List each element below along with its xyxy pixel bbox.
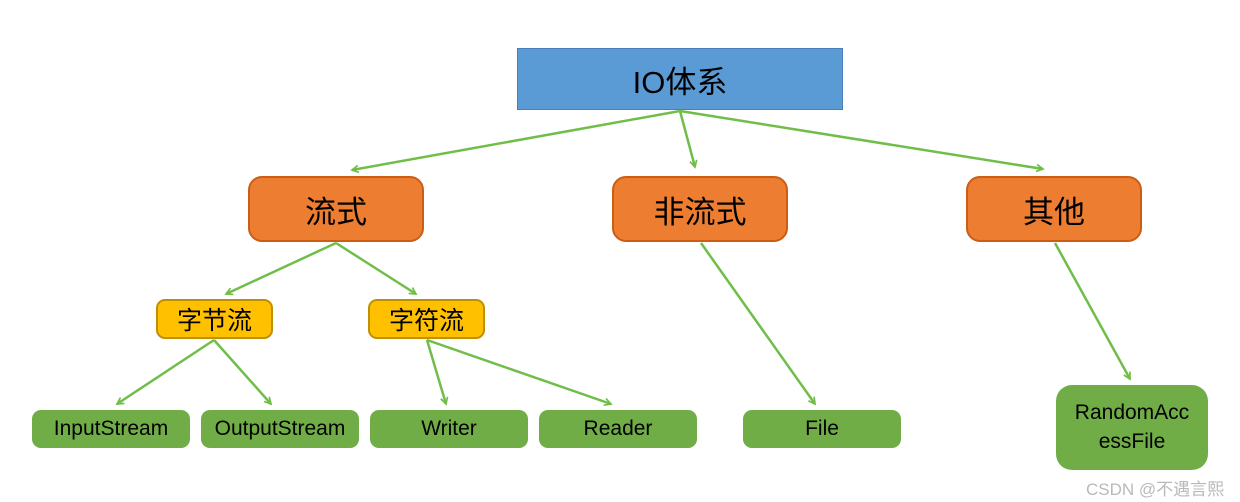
node-char-stream: 字符流 [368, 299, 485, 339]
node-stream: 流式 [248, 176, 424, 242]
edge-byte-to-output [213, 339, 273, 406]
node-non-stream: 非流式 [612, 176, 788, 242]
edge-nonstream-to-file [699, 242, 817, 406]
watermark: CSDN @不遇言熙 [1086, 480, 1225, 499]
node-other: 其他 [966, 176, 1142, 242]
node-file: File [743, 410, 901, 448]
node-inputstream: InputStream [32, 410, 190, 448]
edge-other-to-raf [1053, 242, 1132, 381]
edge-stream-to-char [335, 241, 418, 296]
edge-io-to-other [679, 109, 1045, 173]
edge-byte-to-input [115, 338, 215, 406]
node-writer: Writer [370, 410, 528, 448]
node-outputstream: OutputStream [201, 410, 359, 448]
node-reader: Reader [539, 410, 697, 448]
node-byte-stream: 字节流 [156, 299, 273, 339]
edge-io-to-stream [350, 109, 681, 174]
edge-char-to-writer [425, 339, 449, 406]
node-io-system: IO体系 [517, 48, 843, 110]
edge-char-to-reader [426, 338, 613, 407]
node-randomaccessfile: RandomAccessFile [1056, 385, 1208, 470]
edge-io-to-nonstream [678, 110, 698, 169]
edge-stream-to-byte [224, 241, 337, 296]
